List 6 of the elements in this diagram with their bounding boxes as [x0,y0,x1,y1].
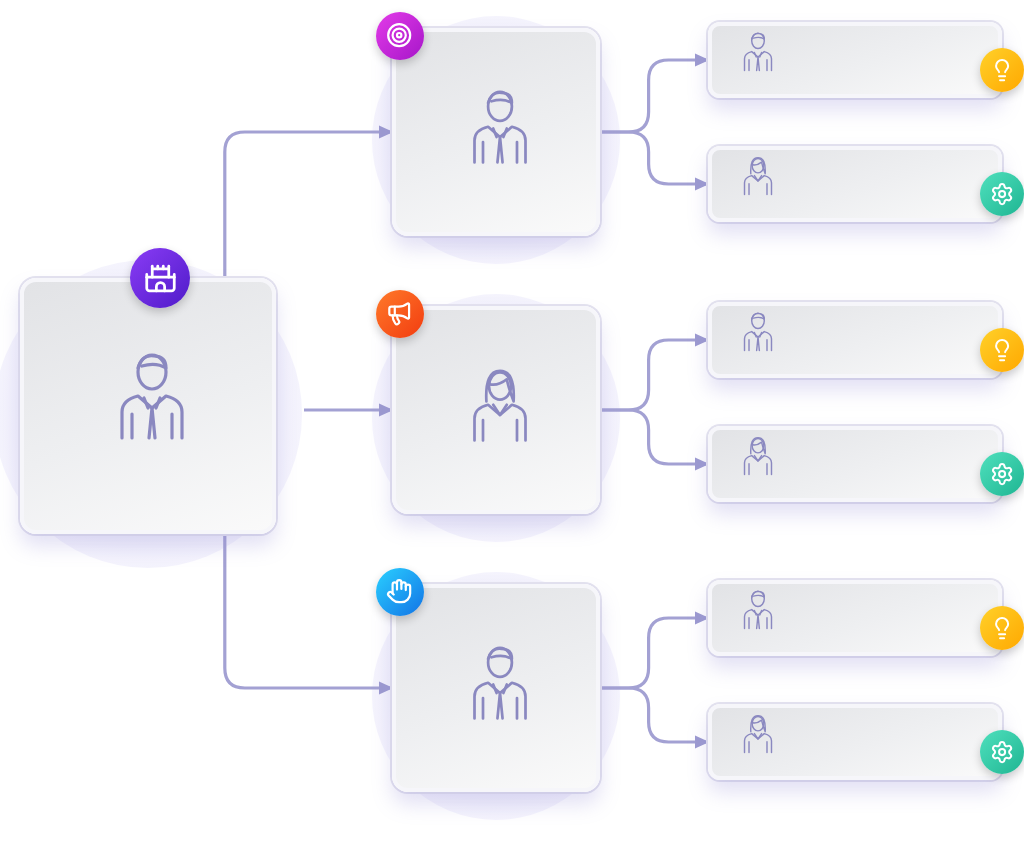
connector-arrow [304,403,394,417]
connector-arrow [600,408,710,471]
connector-arrow [600,130,710,191]
connector-arrow [223,534,394,695]
connector-arrow [600,686,710,749]
connector-arrow [223,125,394,278]
